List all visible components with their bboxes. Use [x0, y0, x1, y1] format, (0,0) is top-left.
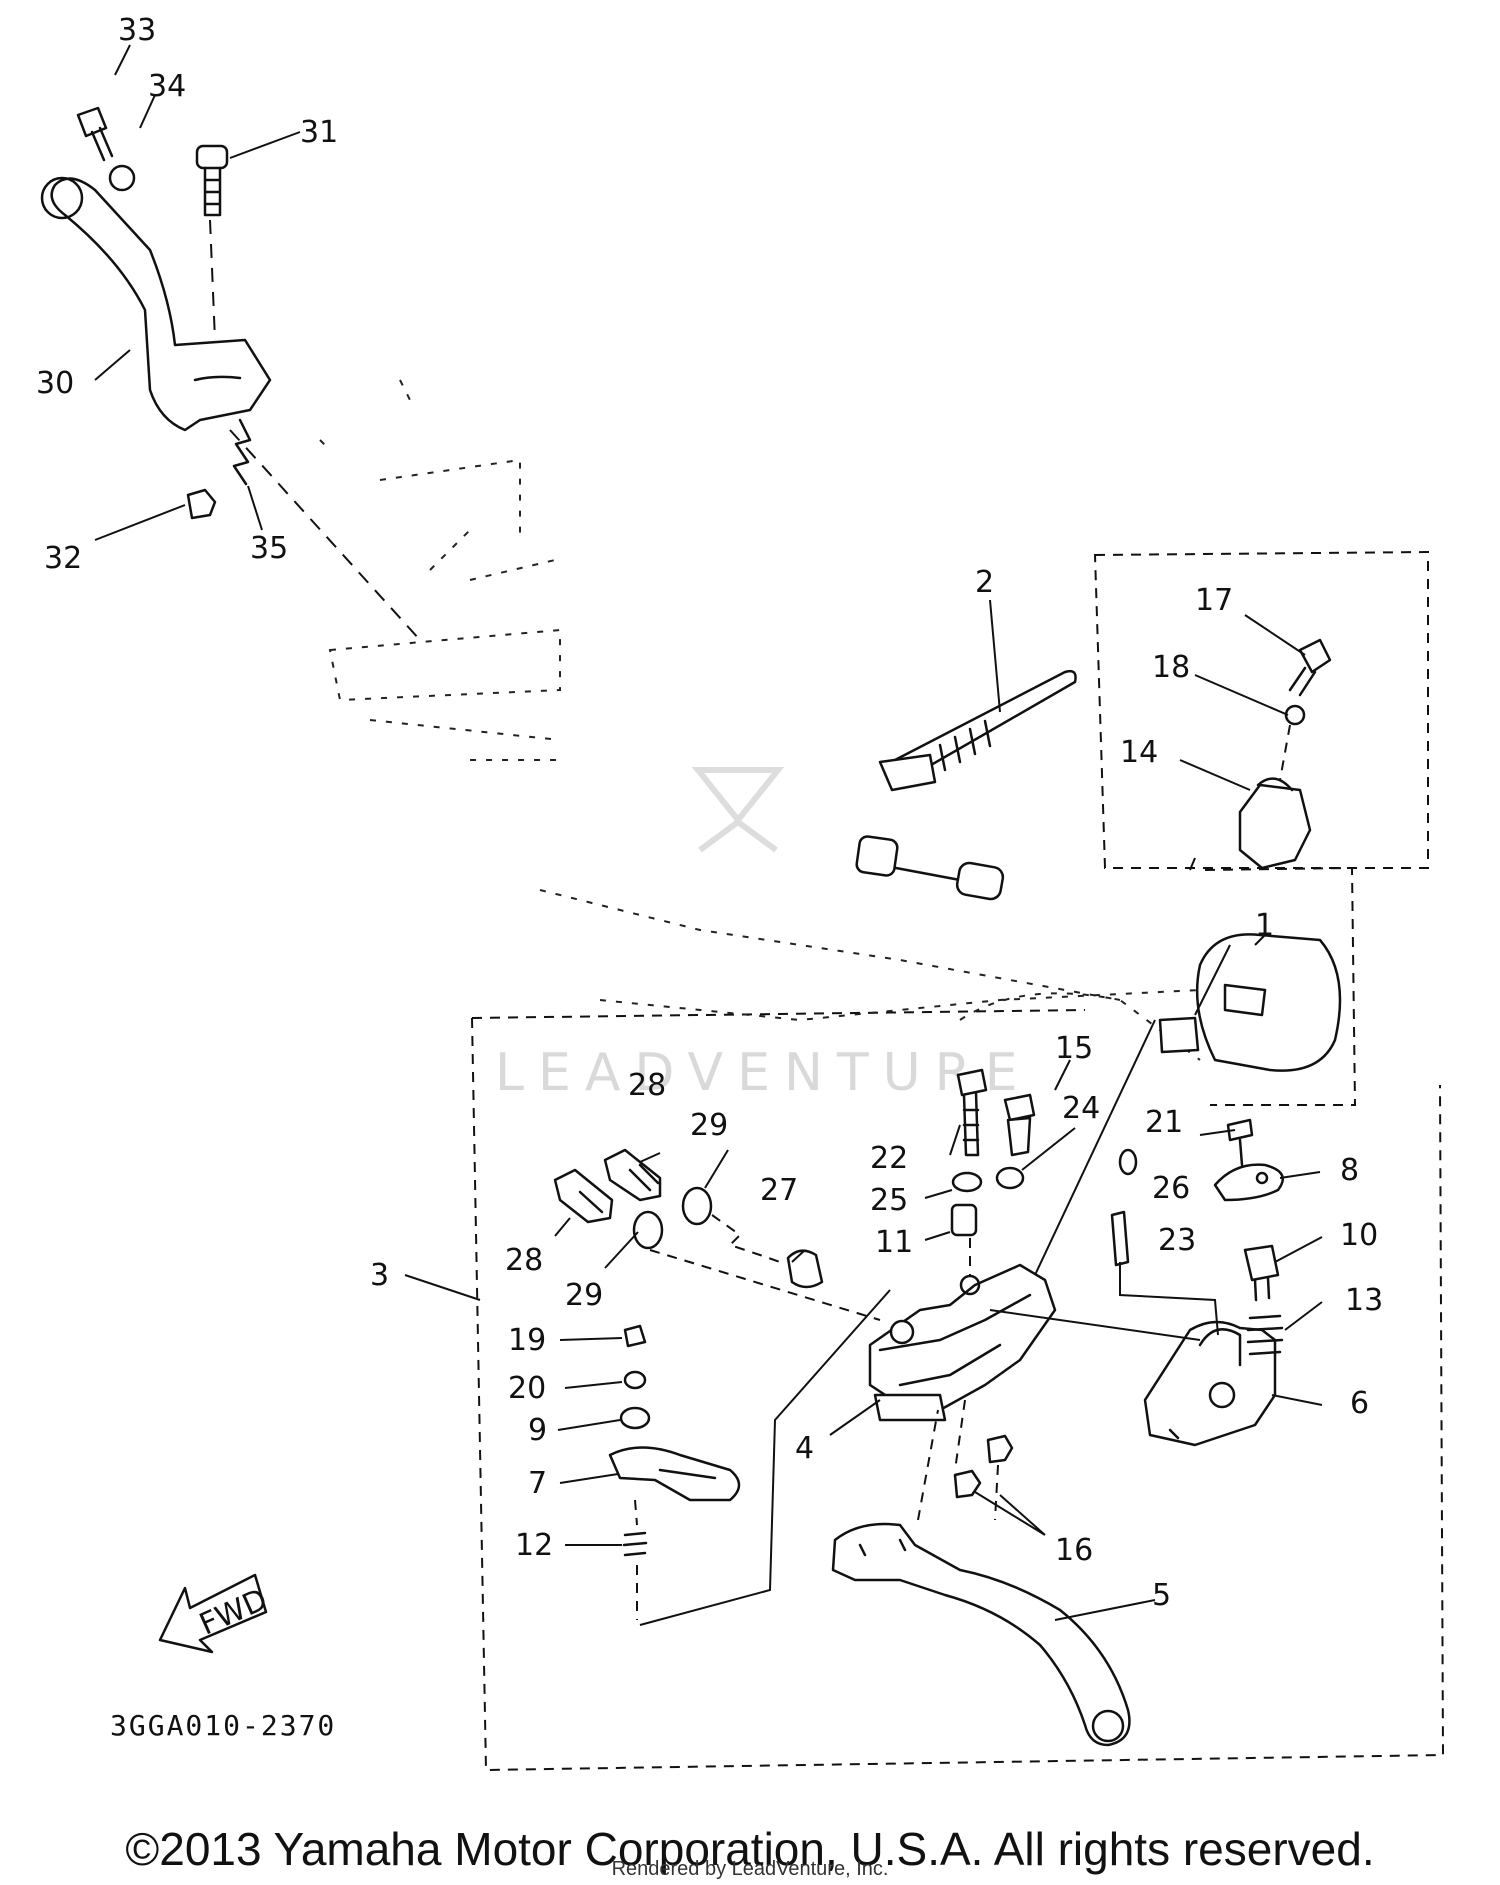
- callout-11: 11: [875, 1225, 913, 1260]
- callout-5: 5: [1152, 1578, 1171, 1613]
- phantom-outline: [319, 379, 1201, 1061]
- callout-14: 14: [1120, 735, 1158, 770]
- callout-12: 12: [515, 1528, 553, 1563]
- callout-34: 34: [148, 69, 186, 104]
- callout-28-lower: 28: [505, 1243, 543, 1278]
- pivot-bolts: [553, 1148, 881, 1321]
- switch-cable: [855, 835, 1005, 901]
- copyright-notice: ©2013 Yamaha Motor Corporation, U.S.A. A…: [125, 1823, 1375, 1875]
- callout-24: 24: [1062, 1091, 1100, 1126]
- callout-leaders: [94, 44, 1323, 1621]
- callout-22: 22: [870, 1141, 908, 1176]
- callout-8: 8: [1340, 1153, 1359, 1188]
- bracket-6: [1143, 1320, 1277, 1447]
- callout-21: 21: [1145, 1105, 1183, 1140]
- callout-10: 10: [1340, 1218, 1378, 1253]
- cylinder-body-4: [868, 1263, 1057, 1422]
- callout-31: 31: [300, 115, 338, 150]
- switch-housing-1: [1158, 933, 1342, 1072]
- assembly-box-lower: [471, 1009, 1445, 1772]
- callout-4: 4: [795, 1431, 814, 1466]
- callout-33: 33: [118, 13, 156, 48]
- callout-35: 35: [250, 531, 288, 566]
- callout-3: 3: [370, 1258, 389, 1293]
- assembly-leaders: [639, 857, 1231, 1626]
- callout-26: 26: [1152, 1171, 1190, 1206]
- callout-6: 6: [1350, 1386, 1369, 1421]
- callout-7: 7: [528, 1466, 547, 1501]
- fwd-arrow: FWD: [158, 1573, 273, 1654]
- callout-23: 23: [1158, 1223, 1196, 1258]
- switch-cover-14: [1238, 638, 1332, 870]
- callout-27: 27: [760, 1173, 798, 1208]
- callout-17: 17: [1195, 583, 1233, 618]
- assembly-box-housing: [1204, 866, 1357, 1106]
- callout-25: 25: [870, 1183, 908, 1218]
- cable-tie-2: [878, 669, 1077, 792]
- callout-numbers: 33 34 31 30 32 35 2 17 18 14 1 15 24 22 …: [36, 13, 1383, 1613]
- rendered-by-notice: Rendered by LeadVenture, Inc.: [611, 1858, 889, 1880]
- callout-2: 2: [975, 565, 994, 600]
- diagram-reference-code: 3GGA010-2370: [110, 1709, 336, 1742]
- callout-15: 15: [1055, 1031, 1093, 1066]
- callout-28-upper: 28: [628, 1068, 666, 1103]
- lever-7-group: [608, 1324, 741, 1620]
- lever-30-group: [40, 106, 421, 641]
- callout-19: 19: [508, 1323, 546, 1358]
- callout-9: 9: [528, 1413, 547, 1448]
- callout-13: 13: [1345, 1283, 1383, 1318]
- callout-1: 1: [1255, 908, 1274, 943]
- callout-18: 18: [1152, 650, 1190, 685]
- cylinder-hardware: [786, 1068, 1036, 1289]
- assembly-box-switch: [1093, 550, 1429, 869]
- callout-29-lower: 29: [565, 1278, 603, 1313]
- callout-30: 30: [36, 366, 74, 401]
- watermark: LEADVENTURE: [495, 767, 1032, 1103]
- callout-16: 16: [1055, 1533, 1093, 1568]
- watermark-text: LEADVENTURE: [495, 1043, 1032, 1103]
- lever-5: [831, 1399, 1131, 1747]
- callout-32: 32: [44, 541, 82, 576]
- switch-hardware: [1110, 1118, 1284, 1356]
- callout-29-upper: 29: [690, 1108, 728, 1143]
- callout-20: 20: [508, 1371, 546, 1406]
